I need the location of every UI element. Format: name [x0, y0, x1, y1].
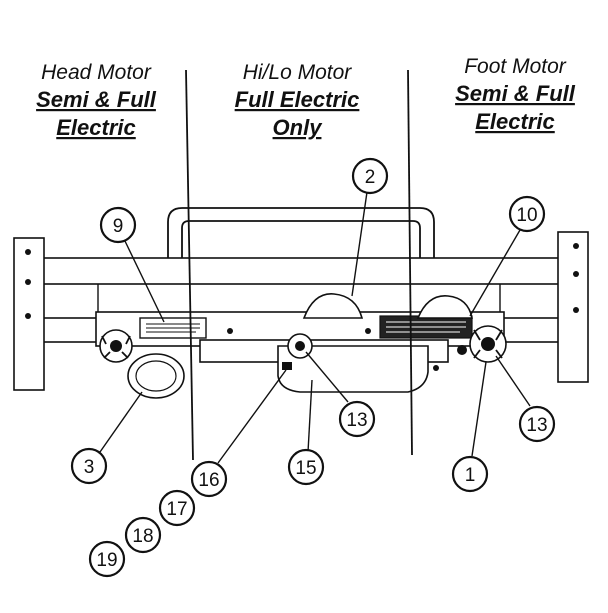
bed-frame — [13, 207, 589, 399]
section-title: Hi/Lo Motor — [243, 61, 353, 84]
callout-2: 2 — [351, 157, 389, 195]
section-divider-left — [185, 69, 194, 461]
callout-number: 9 — [113, 216, 124, 237]
leader-16 — [217, 369, 287, 464]
bolt-hole — [573, 243, 579, 249]
hilo-coupling-hub — [295, 341, 305, 351]
section-divider-right — [407, 69, 413, 456]
section-title: Foot Motor — [464, 55, 567, 78]
callout-9: 9 — [99, 206, 137, 244]
head-motor-drum-rim — [135, 360, 177, 392]
rivet — [227, 328, 233, 334]
frame-arch-inner — [181, 220, 421, 262]
callout-15: 15 — [287, 448, 325, 486]
hilo-motor-housing — [302, 293, 364, 319]
callout-17: 17 — [158, 489, 196, 527]
bolt-hole — [25, 313, 31, 319]
hilo-mount-clip — [282, 362, 292, 370]
section-head-motor: Head Motor Semi & Full Electric — [36, 61, 157, 140]
bolt-hole — [573, 307, 579, 313]
right-end-bracket — [557, 231, 589, 383]
bolt-hole — [25, 279, 31, 285]
bolt-hole — [573, 271, 579, 277]
section-subtitle-line2: Electric — [56, 115, 136, 140]
section-foot-motor: Foot Motor Semi & Full Electric — [455, 55, 576, 134]
foot-coupling-spokes — [473, 329, 503, 359]
foot-motor-hub — [481, 337, 495, 351]
leader-9 — [123, 238, 165, 323]
callout-number: 2 — [365, 167, 376, 188]
section-title: Head Motor — [41, 61, 152, 84]
rivet — [365, 328, 371, 334]
callout-number: 3 — [84, 457, 95, 478]
frame-arch — [167, 207, 435, 262]
callout-number: 1 — [465, 465, 476, 486]
section-subtitle-line1: Full Electric — [235, 87, 360, 112]
leader-3 — [99, 391, 143, 453]
head-motor-hub — [110, 340, 122, 352]
callout-number: 13 — [346, 410, 367, 431]
callout-number: 19 — [96, 550, 117, 571]
leader-10 — [469, 229, 521, 317]
section-subtitle-line2: Only — [273, 115, 324, 140]
leader-13-right — [495, 355, 531, 407]
leader-13-center — [305, 351, 349, 403]
top-rail — [39, 257, 561, 285]
callout-number: 15 — [295, 458, 316, 479]
leader-1 — [471, 361, 487, 457]
callout-number: 16 — [198, 470, 219, 491]
hilo-gearbox — [277, 345, 429, 393]
callout-16: 16 — [190, 460, 228, 498]
leader-2 — [351, 191, 368, 297]
foot-clip — [457, 345, 467, 355]
section-subtitle-line2: Electric — [475, 109, 555, 134]
callout-18: 18 — [124, 516, 162, 554]
section-subtitle-line1: Semi & Full — [455, 81, 576, 106]
callout-number: 18 — [132, 526, 153, 547]
callout-number: 13 — [526, 415, 547, 436]
foot-motor-housing — [416, 295, 473, 319]
head-coupling-spokes — [101, 335, 131, 359]
callout-number: 17 — [166, 499, 187, 520]
leader-lines — [99, 191, 531, 464]
callout-13-right: 13 — [518, 405, 556, 443]
bolt-hole — [25, 249, 31, 255]
leader-15 — [307, 379, 313, 453]
callout-10: 10 — [508, 195, 546, 233]
callout-13-center: 13 — [338, 400, 376, 438]
callout-number: 10 — [516, 205, 537, 226]
rivet — [433, 365, 439, 371]
section-hilo-motor: Hi/Lo Motor Full Electric Only — [235, 61, 360, 140]
callout-1: 1 — [451, 455, 489, 493]
section-subtitle-line1: Semi & Full — [36, 87, 157, 112]
callout-3: 3 — [70, 447, 108, 485]
callout-19: 19 — [88, 540, 126, 578]
